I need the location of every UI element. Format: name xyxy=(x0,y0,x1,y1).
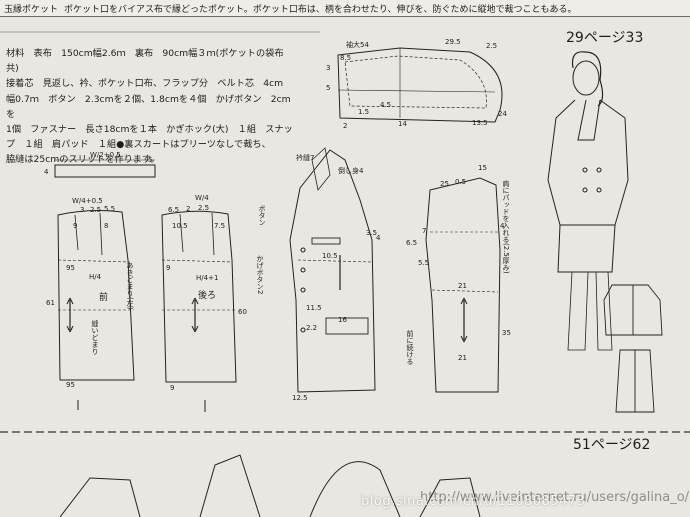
materials-line: 1個 ファスナー 長さ18cmを１本 かぎホック(大) １組 スナッ xyxy=(6,124,293,136)
jacket-front-p3: 3.5 xyxy=(366,229,377,237)
pocket-diagram xyxy=(337,47,503,123)
materials-line: 材料 表布 150cm幅2.6ｍ 裏布 90cm幅３ｍ(ポケットの袋布共) xyxy=(6,48,284,75)
pocket-h: 13.5 xyxy=(472,119,488,127)
jacket-back-piece xyxy=(425,177,501,393)
jacket-back-f: 21 xyxy=(458,282,467,290)
pocket-e: 3 xyxy=(326,64,330,72)
waistband-width: W/2+0.5 xyxy=(90,151,121,159)
jacket-button-label: ボタン xyxy=(258,205,266,226)
skirt-front-grain: 縫いどまり xyxy=(91,319,99,355)
skirt-front-length: 61 xyxy=(46,299,55,307)
skirt-flat-sketch xyxy=(615,349,655,413)
jacket-front-p4: 16 xyxy=(338,316,347,324)
skirt-back-h2: 9 xyxy=(166,264,170,272)
jacket-back-j: 5.5 xyxy=(418,259,429,267)
jacket-back-i: 4 xyxy=(500,222,505,230)
skirt-back-bottom: 9 xyxy=(170,384,174,392)
pocket-j: 1.5 xyxy=(358,108,369,116)
jacket-front-p5: 12.5 xyxy=(292,394,308,402)
watermark-faint: http://www.liveinternet.ru/users/galina_… xyxy=(420,490,690,505)
skirt-front-d3: 5.5 xyxy=(104,205,115,213)
skirt-front-hip: H/4 xyxy=(89,273,102,281)
jacket-back-d: 7 xyxy=(422,227,426,235)
jacket-collar-label: 衿縫7 xyxy=(296,153,314,162)
jacket-front-p7: 2.2 xyxy=(306,324,317,332)
skirt-front-waist: W/4+0.5 xyxy=(72,197,103,205)
jacket-front-p1: 11.5 xyxy=(306,304,322,312)
header-bar: 玉縁ポケット ポケット口をバイアス布で縁どったポケット。ポケット口布は、柄を合わ… xyxy=(0,0,690,17)
jacket-kage-label: かげボタン2 xyxy=(256,255,264,294)
skirt-front-d2: 2.5 xyxy=(90,206,101,214)
pocket-i: 4.5 xyxy=(380,101,391,109)
jacket-back-c: 15 xyxy=(478,164,487,172)
jacket-collar2-label: 倒し身4 xyxy=(338,166,364,175)
skirt-front-piece xyxy=(57,210,135,410)
page-ref-bottom: 51ページ62 xyxy=(573,437,651,453)
skirt-back-d1: 6.5 xyxy=(168,206,179,214)
pocket-b: 29.5 xyxy=(445,38,461,46)
jacket-back-mark: 前に続ける xyxy=(406,329,414,365)
pocket-g: 24 xyxy=(498,110,507,118)
waistband-piece xyxy=(54,159,156,178)
skirt-back-title: 後ろ xyxy=(198,289,216,301)
pocket-k: 14 xyxy=(398,120,407,128)
materials-line: 接着芯 見返し、衿、ポケット口布、フラップ分 ベルト芯 4cm xyxy=(6,78,284,90)
header-tag: 玉縁ポケット xyxy=(4,5,59,15)
pocket-d: 2.5 xyxy=(486,42,497,50)
skirt-back-waist: W/4 xyxy=(195,194,209,202)
waistband-height: 4 xyxy=(44,168,49,176)
jacket-front-p6: 4 xyxy=(376,234,381,242)
pocket-c: 8.5 xyxy=(340,54,351,62)
jacket-back-e: 6.5 xyxy=(406,239,417,247)
skirt-back-d3: 2.5 xyxy=(198,204,209,212)
jacket-back-b: 0.5 xyxy=(455,178,466,186)
materials-line: 幅0.7ｍ ボタン 2.3cmを２個、1.8cmを４個 かげボタン 2cmを xyxy=(6,93,291,120)
skirt-back-d2: 2 xyxy=(186,205,190,213)
watermark: blog.sina.com.cn/u/1108085473 xyxy=(361,494,586,509)
skirt-front-d4: 9 xyxy=(73,222,77,230)
skirt-front-title: 前 xyxy=(99,291,108,303)
skirt-front-d1: 3 xyxy=(80,206,84,214)
skirt-back-piece xyxy=(161,210,237,412)
skirt-back-length: 60 xyxy=(238,308,247,316)
materials-line: プ １組 肩パッド １組●裏スカートはプリーツなしで裁ち、 xyxy=(6,139,271,151)
skirt-back-d4: 10.5 xyxy=(172,222,188,230)
jacket-flat-sketch xyxy=(603,284,663,336)
pocket-f: 5 xyxy=(326,84,330,92)
jacket-back-g: 21 xyxy=(458,354,467,362)
jacket-back-note: 肩にパッドを入れる(2.5厚み) xyxy=(502,179,510,274)
skirt-front-zip: あきどまり(左) xyxy=(126,262,134,310)
bottom-pattern-drawings xyxy=(59,454,481,517)
pocket-m: 2 xyxy=(343,122,347,130)
jacket-back-h: 35 xyxy=(502,329,511,337)
skirt-back-hip: H/4+1 xyxy=(196,274,218,282)
fashion-figure xyxy=(547,51,629,351)
header-description: ポケット口をバイアス布で縁どったポケット。ポケット口布は、柄を合わせたり、伸びを… xyxy=(64,5,577,15)
skirt-front-d5: 8 xyxy=(104,222,108,230)
waistband-overlap: 5 xyxy=(148,156,152,164)
skirt-back-d5: 7.5 xyxy=(214,222,225,230)
skirt-front-h2: 95 xyxy=(66,264,75,272)
page-ref-top: 29ページ33 xyxy=(566,30,644,46)
jacket-front-p2: 10.5 xyxy=(322,252,338,260)
jacket-back-a: 25 xyxy=(440,180,449,188)
jacket-front-piece xyxy=(289,147,376,393)
pocket-a: 袖大54 xyxy=(346,40,369,49)
skirt-front-bottom: 95 xyxy=(66,381,75,389)
